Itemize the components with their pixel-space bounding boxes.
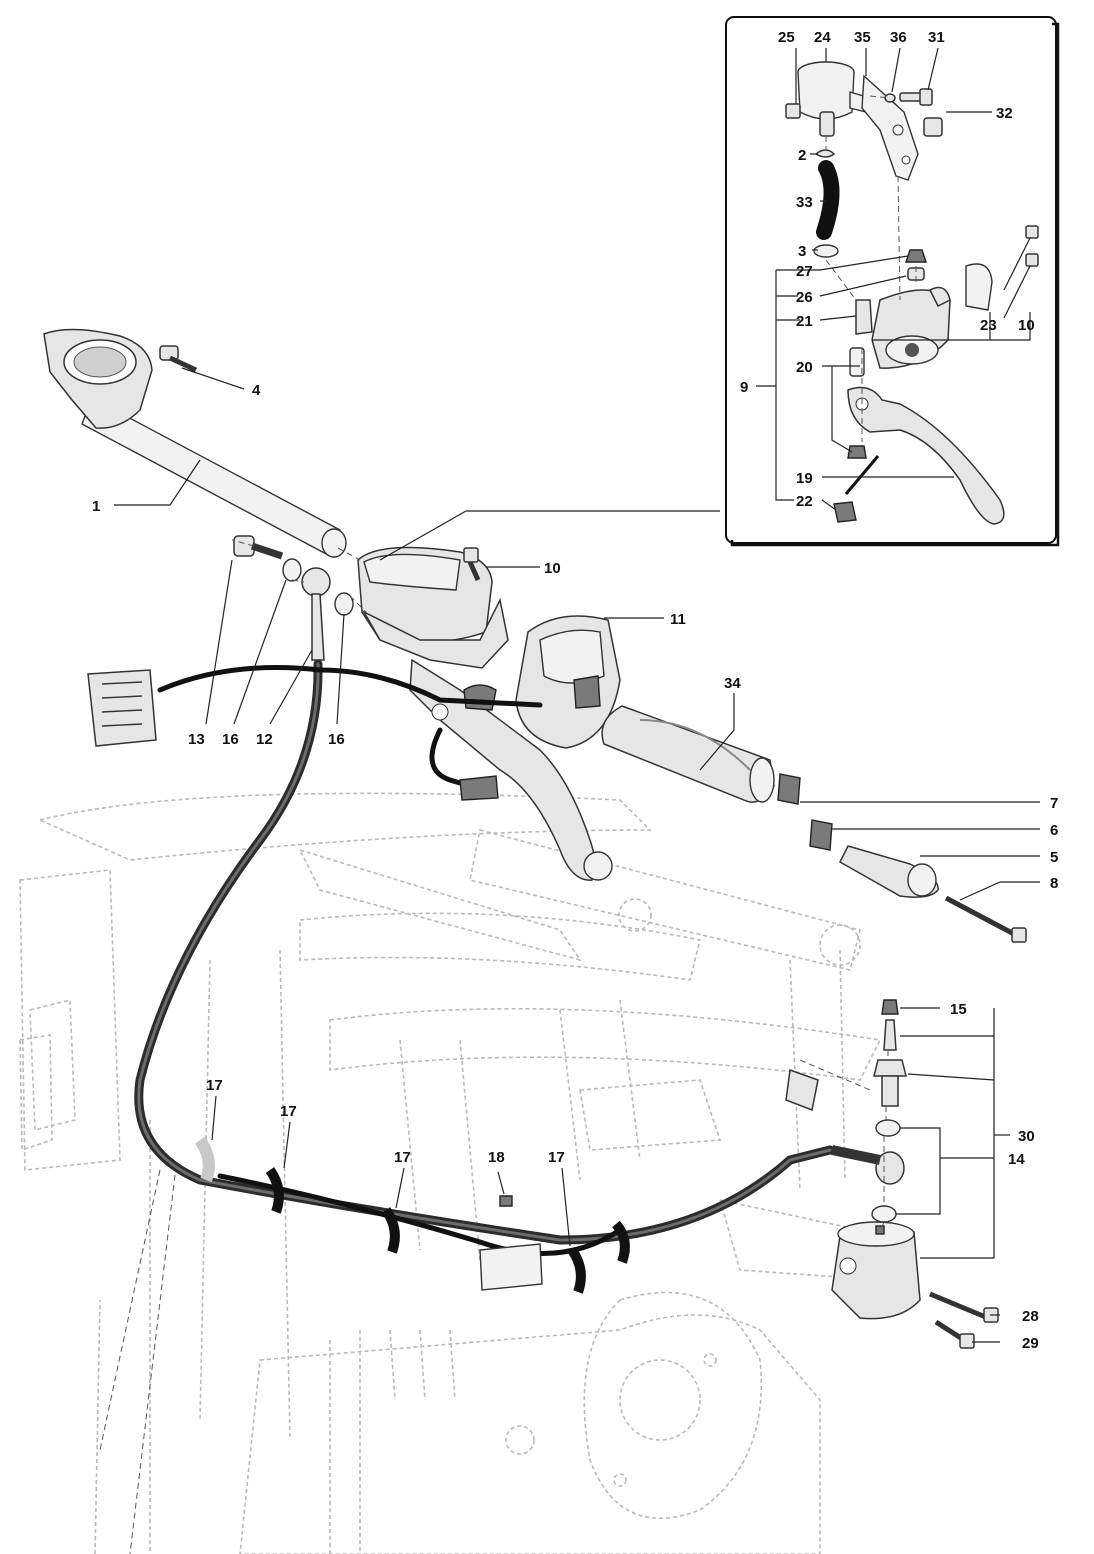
callout-6: 6 xyxy=(1050,822,1058,839)
front-brake-master-cylinder xyxy=(357,546,613,881)
brake-switch xyxy=(833,501,857,523)
bleeder-cap xyxy=(881,999,899,1015)
callout-31: 31 xyxy=(928,29,945,46)
switch-wiring xyxy=(157,665,543,708)
callout-24: 24 xyxy=(814,29,831,46)
callout-2: 2 xyxy=(798,147,806,164)
callout-11: 11 xyxy=(670,611,686,628)
hose-clamp-lower xyxy=(813,244,839,258)
callout-33: 33 xyxy=(796,194,813,211)
callout-16a: 16 xyxy=(222,731,239,748)
cable-tie-3 xyxy=(381,1207,400,1254)
lever-spring xyxy=(844,455,880,495)
banjo-bolt xyxy=(233,535,284,560)
callout-1: 1 xyxy=(92,498,100,515)
callout-25: 25 xyxy=(778,29,795,46)
callout-21: 21 xyxy=(796,313,813,330)
callout-8: 8 xyxy=(1050,875,1058,892)
pivot-bushing xyxy=(849,347,865,377)
cable-tie-4 xyxy=(567,1247,586,1294)
callout-26: 26 xyxy=(796,289,813,306)
bar-end-screw xyxy=(944,895,1027,943)
callout-13: 13 xyxy=(188,731,205,748)
bleeder-valve xyxy=(883,1019,897,1051)
clamp-screws xyxy=(1003,225,1039,319)
clip-on-handlebar xyxy=(43,328,347,558)
callout-16b: 16 xyxy=(328,731,345,748)
bracket-bolt xyxy=(923,117,943,137)
hose-union xyxy=(873,1059,907,1107)
callout-18: 18 xyxy=(488,1149,505,1166)
handlebar-clamp xyxy=(965,263,993,311)
handlebar-clamp-bolt xyxy=(159,345,198,373)
callout-5: 5 xyxy=(1050,849,1058,866)
sealing-washer xyxy=(282,558,302,582)
spacer-outer xyxy=(777,773,801,805)
union-washer-top xyxy=(875,1119,901,1137)
hose-fitting xyxy=(855,299,873,335)
bar-end-weight xyxy=(839,845,939,898)
cable-tie-2 xyxy=(265,1167,284,1214)
callout-20: 20 xyxy=(796,359,813,376)
callout-30: 30 xyxy=(1018,1128,1035,1145)
brake-switch-wire xyxy=(429,727,473,789)
callout-17a: 17 xyxy=(206,1077,223,1094)
reservoir-hose xyxy=(816,160,840,240)
callout-23: 23 xyxy=(980,317,997,334)
hose-clamp-upper xyxy=(814,149,836,158)
harness-connector xyxy=(479,1243,543,1291)
callout-29: 29 xyxy=(1022,1335,1039,1352)
callout-10: 10 xyxy=(544,560,561,577)
brake-sensor-body xyxy=(831,1221,921,1320)
caliper-banjo xyxy=(875,1151,905,1185)
callout-15: 15 xyxy=(950,1001,967,1018)
handlebar-switch xyxy=(515,615,621,749)
frame-clip xyxy=(499,1195,513,1207)
multi-pin-connector xyxy=(87,669,157,747)
reservoir-bracket xyxy=(861,74,919,181)
frame-bracket xyxy=(785,1068,819,1112)
master-cylinder-body xyxy=(871,286,951,369)
cap xyxy=(905,249,927,263)
callout-17d: 17 xyxy=(548,1149,565,1166)
callout-14: 14 xyxy=(1008,1151,1025,1168)
callout-4: 4 xyxy=(252,382,261,399)
motorcycle-frame-ghost xyxy=(19,792,882,1554)
leader-lines xyxy=(114,47,1040,1343)
spacer-inner xyxy=(809,819,833,851)
callout-10-inset: 10 xyxy=(1018,317,1035,334)
callout-3: 3 xyxy=(798,243,806,260)
cable-tie-1 xyxy=(194,1136,215,1183)
sensor-screws xyxy=(929,1291,999,1349)
master-cylinder-screw xyxy=(463,547,481,582)
reservoir xyxy=(797,61,871,137)
callout-7: 7 xyxy=(1050,795,1058,812)
callout-22: 22 xyxy=(796,493,813,510)
union-washer-bottom xyxy=(871,1205,897,1223)
callout-19: 19 xyxy=(796,470,813,487)
callout-9: 9 xyxy=(740,379,748,396)
callout-17c: 17 xyxy=(394,1149,411,1166)
callout-35: 35 xyxy=(854,29,871,46)
callout-28: 28 xyxy=(1022,1308,1039,1325)
callout-12: 12 xyxy=(256,731,273,748)
brake-switch-connector xyxy=(459,775,499,801)
callout-27: 27 xyxy=(796,263,813,280)
callout-17b: 17 xyxy=(280,1103,297,1120)
pivot-nut xyxy=(847,445,867,459)
reservoir-bolt xyxy=(785,103,801,119)
callout-32: 32 xyxy=(996,105,1013,122)
brake-hose-fitting xyxy=(301,567,331,661)
callout-34: 34 xyxy=(724,675,741,692)
bracket-screw xyxy=(884,88,933,106)
handlebar-grip xyxy=(601,705,775,803)
callout-labels: 1 2 3 4 5 6 7 8 9 10 10 11 12 13 14 15 1… xyxy=(92,29,1058,1352)
callout-36: 36 xyxy=(890,29,907,46)
